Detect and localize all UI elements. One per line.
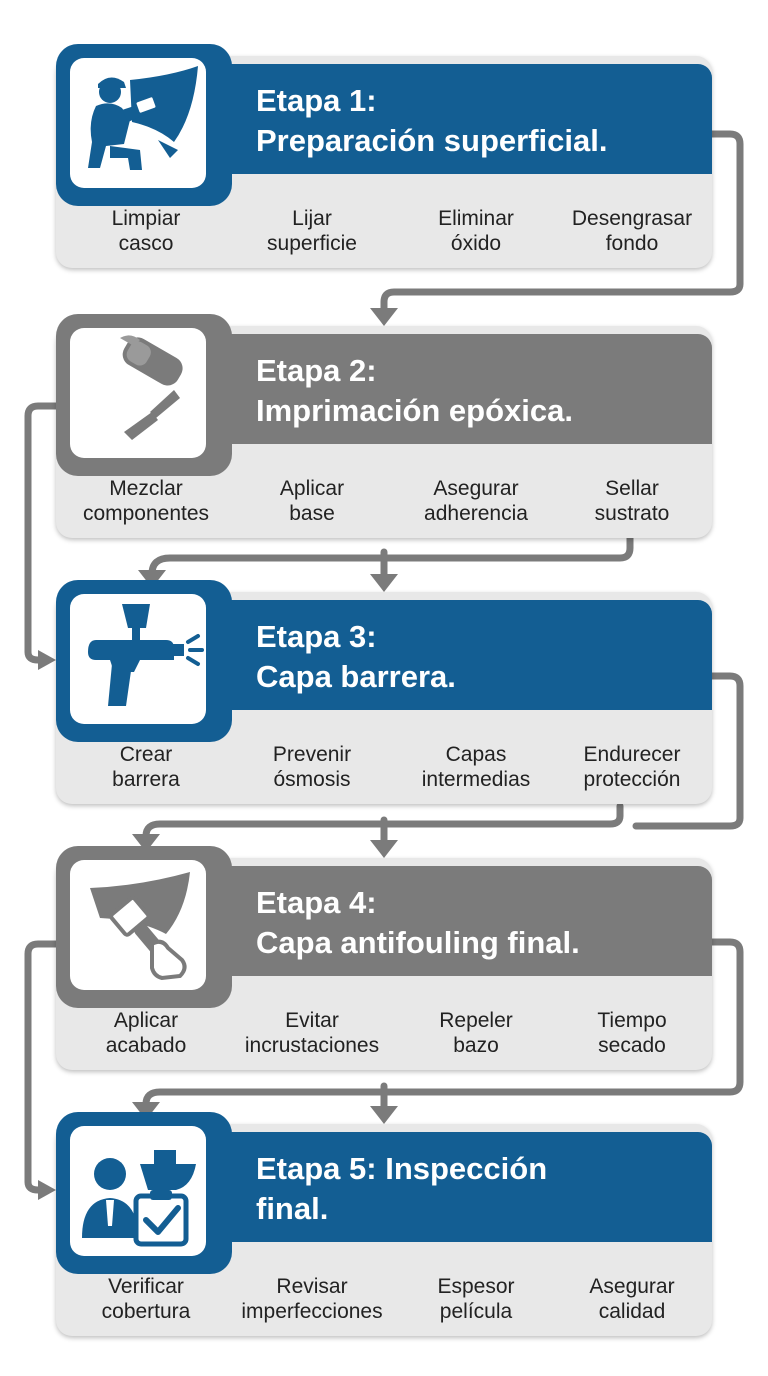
stage-3-card: Etapa 3: Capa barrera. Crear barrera Pre… xyxy=(56,580,712,804)
task-item: Tiempo secado xyxy=(597,1009,667,1057)
task-item: Evitar incrustaciones xyxy=(244,1009,380,1057)
task-item: Espesor película xyxy=(437,1275,515,1323)
stage-title: Etapa 2: Imprimación epóxica. xyxy=(256,353,573,428)
stage-tasks: Limpiar casco Lijar superficie Eliminar … xyxy=(56,206,712,262)
stage-1-card: Etapa 1: Preparación superficial. Limpia… xyxy=(56,44,712,268)
arrow-head xyxy=(370,1106,398,1124)
stage-tasks: Crear barrera Prevenir ósmosis Capas int… xyxy=(56,742,712,798)
task-item: Verificar cobertura xyxy=(101,1275,191,1323)
task-item: Endurecer protección xyxy=(583,743,681,791)
task-item: Lijar superficie xyxy=(267,207,357,255)
task-item: Aplicar base xyxy=(279,477,345,525)
worker-sanding-hull-icon xyxy=(56,44,232,206)
task-item: Repeler bazo xyxy=(439,1009,513,1057)
arrow-head xyxy=(370,574,398,592)
arrow-head xyxy=(38,650,56,670)
task-item: Limpiar casco xyxy=(111,207,181,255)
task-item: Crear barrera xyxy=(112,743,180,791)
stage-4-card: Etapa 4: Capa antifouling final. Aplicar… xyxy=(56,846,712,1070)
task-item: Eliminar óxido xyxy=(438,207,514,255)
arrow-head xyxy=(138,570,166,588)
task-item: Asegurar adherencia xyxy=(424,477,528,525)
paint-roller-icon xyxy=(56,314,232,476)
task-item: Desengrasar fondo xyxy=(571,207,693,255)
stage-tasks: Verificar cobertura Revisar imperfeccion… xyxy=(56,1274,712,1330)
stage-5-card: Etapa 5: Inspección final. Verificar cob… xyxy=(56,1112,712,1336)
stage-title: Etapa 4: Capa antifouling final. xyxy=(256,885,580,960)
stage-title: Etapa 5: Inspección final. xyxy=(256,1151,548,1226)
task-item: Sellar sustrato xyxy=(594,477,670,525)
stage-tasks: Aplicar acabado Evitar incrustaciones Re… xyxy=(56,1008,712,1064)
task-item: Mezclar componentes xyxy=(82,477,210,525)
arrow-head xyxy=(370,308,398,326)
task-item: Revisar imperfecciones xyxy=(241,1275,383,1323)
stage-tasks: Mezclar componentes Aplicar base Asegura… xyxy=(56,476,712,532)
arrow-head xyxy=(38,1180,56,1200)
task-item: Capas intermedias xyxy=(421,743,531,791)
spray-gun-icon xyxy=(56,580,232,742)
stage-title: Etapa 1: Preparación superficial. xyxy=(256,83,608,158)
stage-2-card: Etapa 2: Imprimación epóxica. Mezclar co… xyxy=(56,314,712,538)
hand-brush-hull-icon xyxy=(56,846,232,1008)
task-item: Prevenir ósmosis xyxy=(272,743,352,791)
stage-title: Etapa 3: Capa barrera. xyxy=(256,619,456,694)
arrow-head xyxy=(132,834,160,852)
inspector-checklist-icon xyxy=(56,1112,232,1274)
task-item: Asegurar calidad xyxy=(589,1275,675,1323)
task-item: Aplicar acabado xyxy=(105,1009,187,1057)
arrow-head xyxy=(132,1102,160,1120)
arrow-head xyxy=(370,840,398,858)
